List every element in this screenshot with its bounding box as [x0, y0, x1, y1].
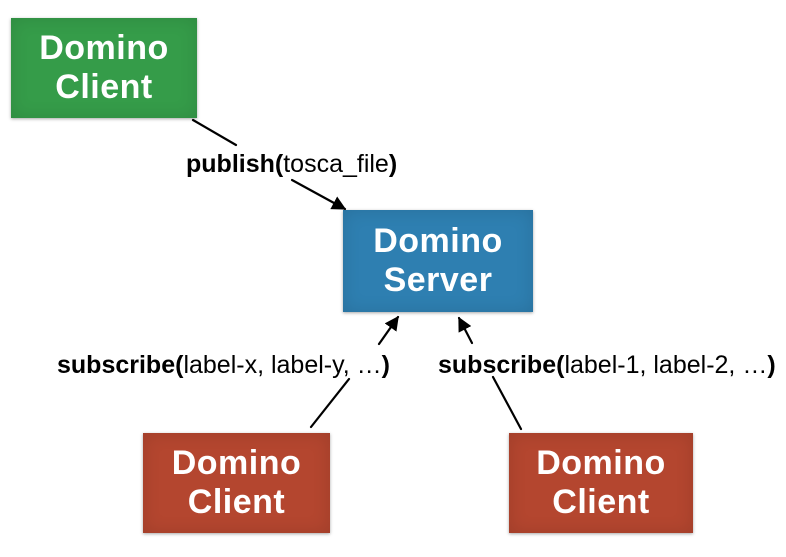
node-label-line2: Server — [383, 261, 493, 299]
subscribe-left-edge-label: subscribe(label-x, label-y, …) — [57, 351, 390, 379]
subscribe-right-line-lower-segment — [491, 375, 523, 431]
node-label-line2: Client — [552, 483, 650, 521]
subscribe-left-call-name: subscribe( — [57, 351, 184, 379]
node-label-line1: Domino — [536, 444, 666, 482]
subscribe-right-call-close: ) — [767, 351, 776, 379]
node-label-line2: Client — [187, 483, 286, 521]
publish-call-name: publish( — [186, 150, 284, 178]
node-domino-client-subscriber-right: Domino Client — [509, 433, 693, 533]
node-label-line1: Domino — [39, 29, 169, 67]
subscribe-left-arrow — [377, 315, 400, 346]
subscribe-left-line-lower-segment — [309, 377, 351, 429]
subscribe-left-call-close: ) — [381, 351, 390, 379]
subscribe-right-call-name: subscribe( — [438, 351, 565, 379]
publish-call-args: tosca_file — [283, 150, 389, 178]
node-domino-server: Domino Server — [343, 210, 533, 312]
publish-edge-label: publish(tosca_file) — [186, 150, 397, 178]
subscribe-right-arrow — [457, 316, 474, 345]
publish-call-close: ) — [388, 150, 398, 178]
node-domino-client-subscriber-left: Domino Client — [143, 433, 330, 533]
node-label-line1: Domino — [171, 444, 302, 482]
node-domino-client-publisher: Domino Client — [11, 18, 197, 118]
publish-line-upper-segment — [191, 118, 238, 147]
subscribe-right-edge-label: subscribe(label-1, label-2, …) — [438, 351, 776, 379]
node-label-line2: Client — [55, 68, 153, 106]
publish-arrow — [290, 178, 347, 211]
subscribe-left-call-args: label-x, label-y, … — [183, 351, 382, 379]
node-label-line1: Domino — [373, 222, 503, 260]
subscribe-right-call-args: label-1, label-2, … — [564, 351, 768, 379]
